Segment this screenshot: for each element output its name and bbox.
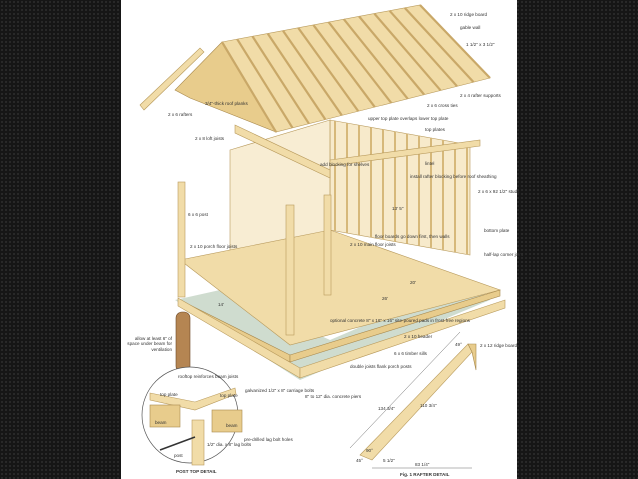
- label-beam-right: beam: [226, 423, 238, 428]
- label-roof-planks: 3/4"-thick roof planks: [205, 101, 248, 106]
- rafter-detail-caption: Fig. 1 RAFTER DETAIL: [400, 472, 450, 477]
- label-gable-wall: gable wall: [460, 25, 480, 30]
- label-post: 6 x 6 post: [188, 212, 209, 217]
- label-angle-bottom: 45°: [356, 458, 363, 463]
- label-header: 2 x 10 header: [404, 334, 433, 339]
- label-double-joists: double joists flank porch posts: [350, 364, 412, 369]
- walls: [229, 119, 481, 261]
- label-run: 83 1/4": [415, 462, 430, 467]
- label-studs: 2 x 6 x 92 1/2" studs: [478, 189, 520, 194]
- label-long-length: 134 3/4": [378, 406, 395, 411]
- callout-labels: 2 x 10 ridge board gable wall 1 1/2" x 3…: [155, 12, 524, 477]
- label-reinforce: rooftop reinforces beam joists: [178, 374, 239, 379]
- label-rafter-supports: 2 x 4 rafter supports: [460, 93, 502, 98]
- label-short-length: 110 3/4": [420, 403, 437, 408]
- rafter: [297, 27, 360, 112]
- rafter: [419, 4, 491, 79]
- label-lintel: lintel: [425, 161, 434, 166]
- rafter: [358, 15, 425, 96]
- label-top-plate-left: top plate: [160, 392, 178, 397]
- label-wall-dimension: 13' 5": [392, 206, 404, 211]
- label-rafter-blocking: install rafter blocking before roof shea…: [410, 174, 497, 179]
- label-sills: 6 x 6 timber sills: [394, 351, 428, 356]
- label-dimension-20: 20': [410, 280, 416, 285]
- rafter: [312, 24, 376, 108]
- label-half-lap: half-lap corner joint: [484, 252, 524, 257]
- rafter: [373, 12, 442, 92]
- porch-post: [177, 181, 186, 298]
- label-upper-top-plate: upper top plate overlaps lower top plate: [368, 116, 449, 121]
- pier-cutaway: [175, 311, 191, 373]
- post-top-detail: [141, 366, 243, 466]
- label-detail-post: post: [174, 453, 183, 458]
- label-dimension-26: 26': [382, 296, 388, 301]
- floor-frame: [177, 229, 506, 379]
- label-rafters: 2 x 6 rafters: [168, 112, 193, 117]
- label-bottom-plate: bottom plate: [484, 228, 510, 233]
- label-nailer: 1 1/2" x 3 1/2": [466, 42, 495, 47]
- label-pads: optional concrete 8" x 16" x 16" site-po…: [330, 318, 471, 323]
- label-angle-top: 49°: [455, 342, 462, 347]
- rafter: [282, 29, 343, 117]
- post-detail-caption: POST TOP DETAIL: [176, 469, 217, 474]
- label-top-plates: top plates: [425, 127, 446, 132]
- rafter: [266, 32, 327, 121]
- rafter: [388, 9, 458, 88]
- rafter: [251, 35, 310, 125]
- label-floor-boards: floor boards go down first, then walls: [375, 234, 450, 239]
- label-beam-left: beam: [155, 420, 167, 425]
- rafter: [221, 41, 277, 133]
- label-main-joists: 2 x 10 main floor joists: [350, 242, 396, 247]
- label-bolt-holes: pre-drilled lag bolt holes: [244, 437, 293, 442]
- label-dimension-14: 14': [218, 302, 224, 307]
- label-blocking: add blocking for shelves: [320, 162, 370, 167]
- porch-post: [323, 194, 332, 296]
- label-angle-90: 90°: [366, 448, 373, 453]
- rafter: [342, 18, 409, 100]
- label-loft-joists: 2 x 8 loft joists: [195, 136, 225, 141]
- label-cross-ties: 2 x 6 cross ties: [427, 103, 458, 108]
- label-piers: 8" to 12" dia. concrete piers: [305, 394, 362, 399]
- label-ventilation: allow at least 6" of space under beam fo…: [127, 336, 172, 352]
- label-ridge-detail: 2 x 12 ridge board: [480, 343, 517, 348]
- porch-post: [285, 204, 295, 336]
- label-seat: 5 1/2": [383, 458, 395, 463]
- rafter: [236, 38, 294, 129]
- label-lag-bolts: 1/2" dia. x 8" lag bolts: [207, 442, 252, 447]
- rafter: [327, 21, 393, 104]
- label-top-plate-right: top plate: [220, 393, 238, 398]
- roof-frame: [139, 4, 491, 133]
- label-carriage-bolts: galvanized 1/2" x 8" carriage bolts: [245, 388, 315, 393]
- label-ridge-board: 2 x 10 ridge board: [450, 12, 487, 17]
- rafter-detail: [349, 331, 477, 469]
- label-porch-joists: 2 x 10 porch floor joists: [190, 244, 238, 249]
- rafter: [403, 7, 475, 83]
